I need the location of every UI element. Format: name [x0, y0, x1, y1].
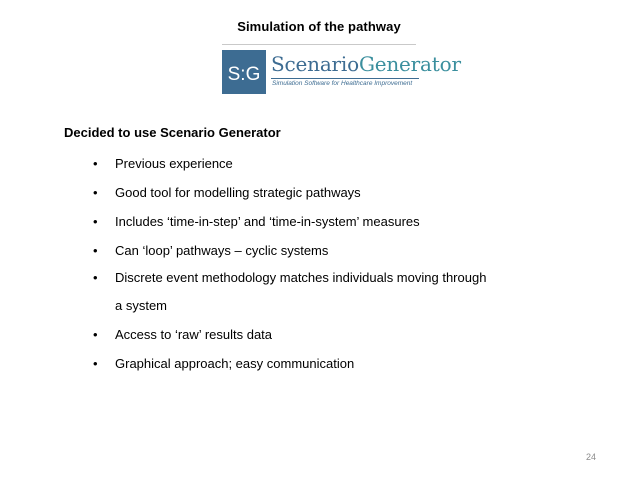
logo-tagline: Simulation Software for Healthcare Impro…: [272, 80, 413, 87]
title-divider: [222, 44, 416, 45]
section-heading: Decided to use Scenario Generator: [64, 125, 281, 140]
page-number: 24: [586, 452, 597, 462]
bullet-text: Good tool for modelling strategic pathwa…: [115, 185, 361, 200]
logo-mark-text: S:G: [228, 64, 261, 85]
logo-wordmark: ScenarioGenerator: [271, 52, 461, 76]
bullet-text: Access to ‘raw’ results data: [115, 327, 273, 342]
bullet-dot-icon: •: [93, 185, 98, 200]
bullet-dot-icon: •: [93, 156, 98, 171]
scenario-generator-logo: S:G ScenarioGenerator Simulation Softwar…: [222, 50, 461, 94]
logo-underline: [271, 78, 419, 79]
bullet-text: Graphical approach; easy communication: [115, 356, 355, 371]
bullet-dot-icon: •: [93, 243, 98, 258]
sg-mark-icon: S:G: [228, 64, 261, 85]
slide-title: Simulation of the pathway: [237, 19, 401, 34]
logo-name-part1: Scenario: [271, 52, 359, 76]
bullet-dot-icon: •: [93, 214, 98, 229]
bullet-continuation: a system: [115, 298, 168, 313]
bullet-text: Discrete event methodology matches indiv…: [115, 270, 487, 285]
logo-name-part2: Generator: [358, 52, 461, 76]
bullet-text: Includes ‘time-in-step’ and ‘time-in-sys…: [115, 214, 420, 229]
bullet-dot-icon: •: [93, 356, 98, 371]
bullet-dot-icon: •: [93, 270, 98, 285]
logo-mark: S:G: [222, 50, 266, 94]
bullet-text: Previous experience: [115, 156, 233, 171]
bullet-text: Can ‘loop’ pathways – cyclic systems: [115, 243, 329, 258]
bullet-dot-icon: •: [93, 327, 98, 342]
